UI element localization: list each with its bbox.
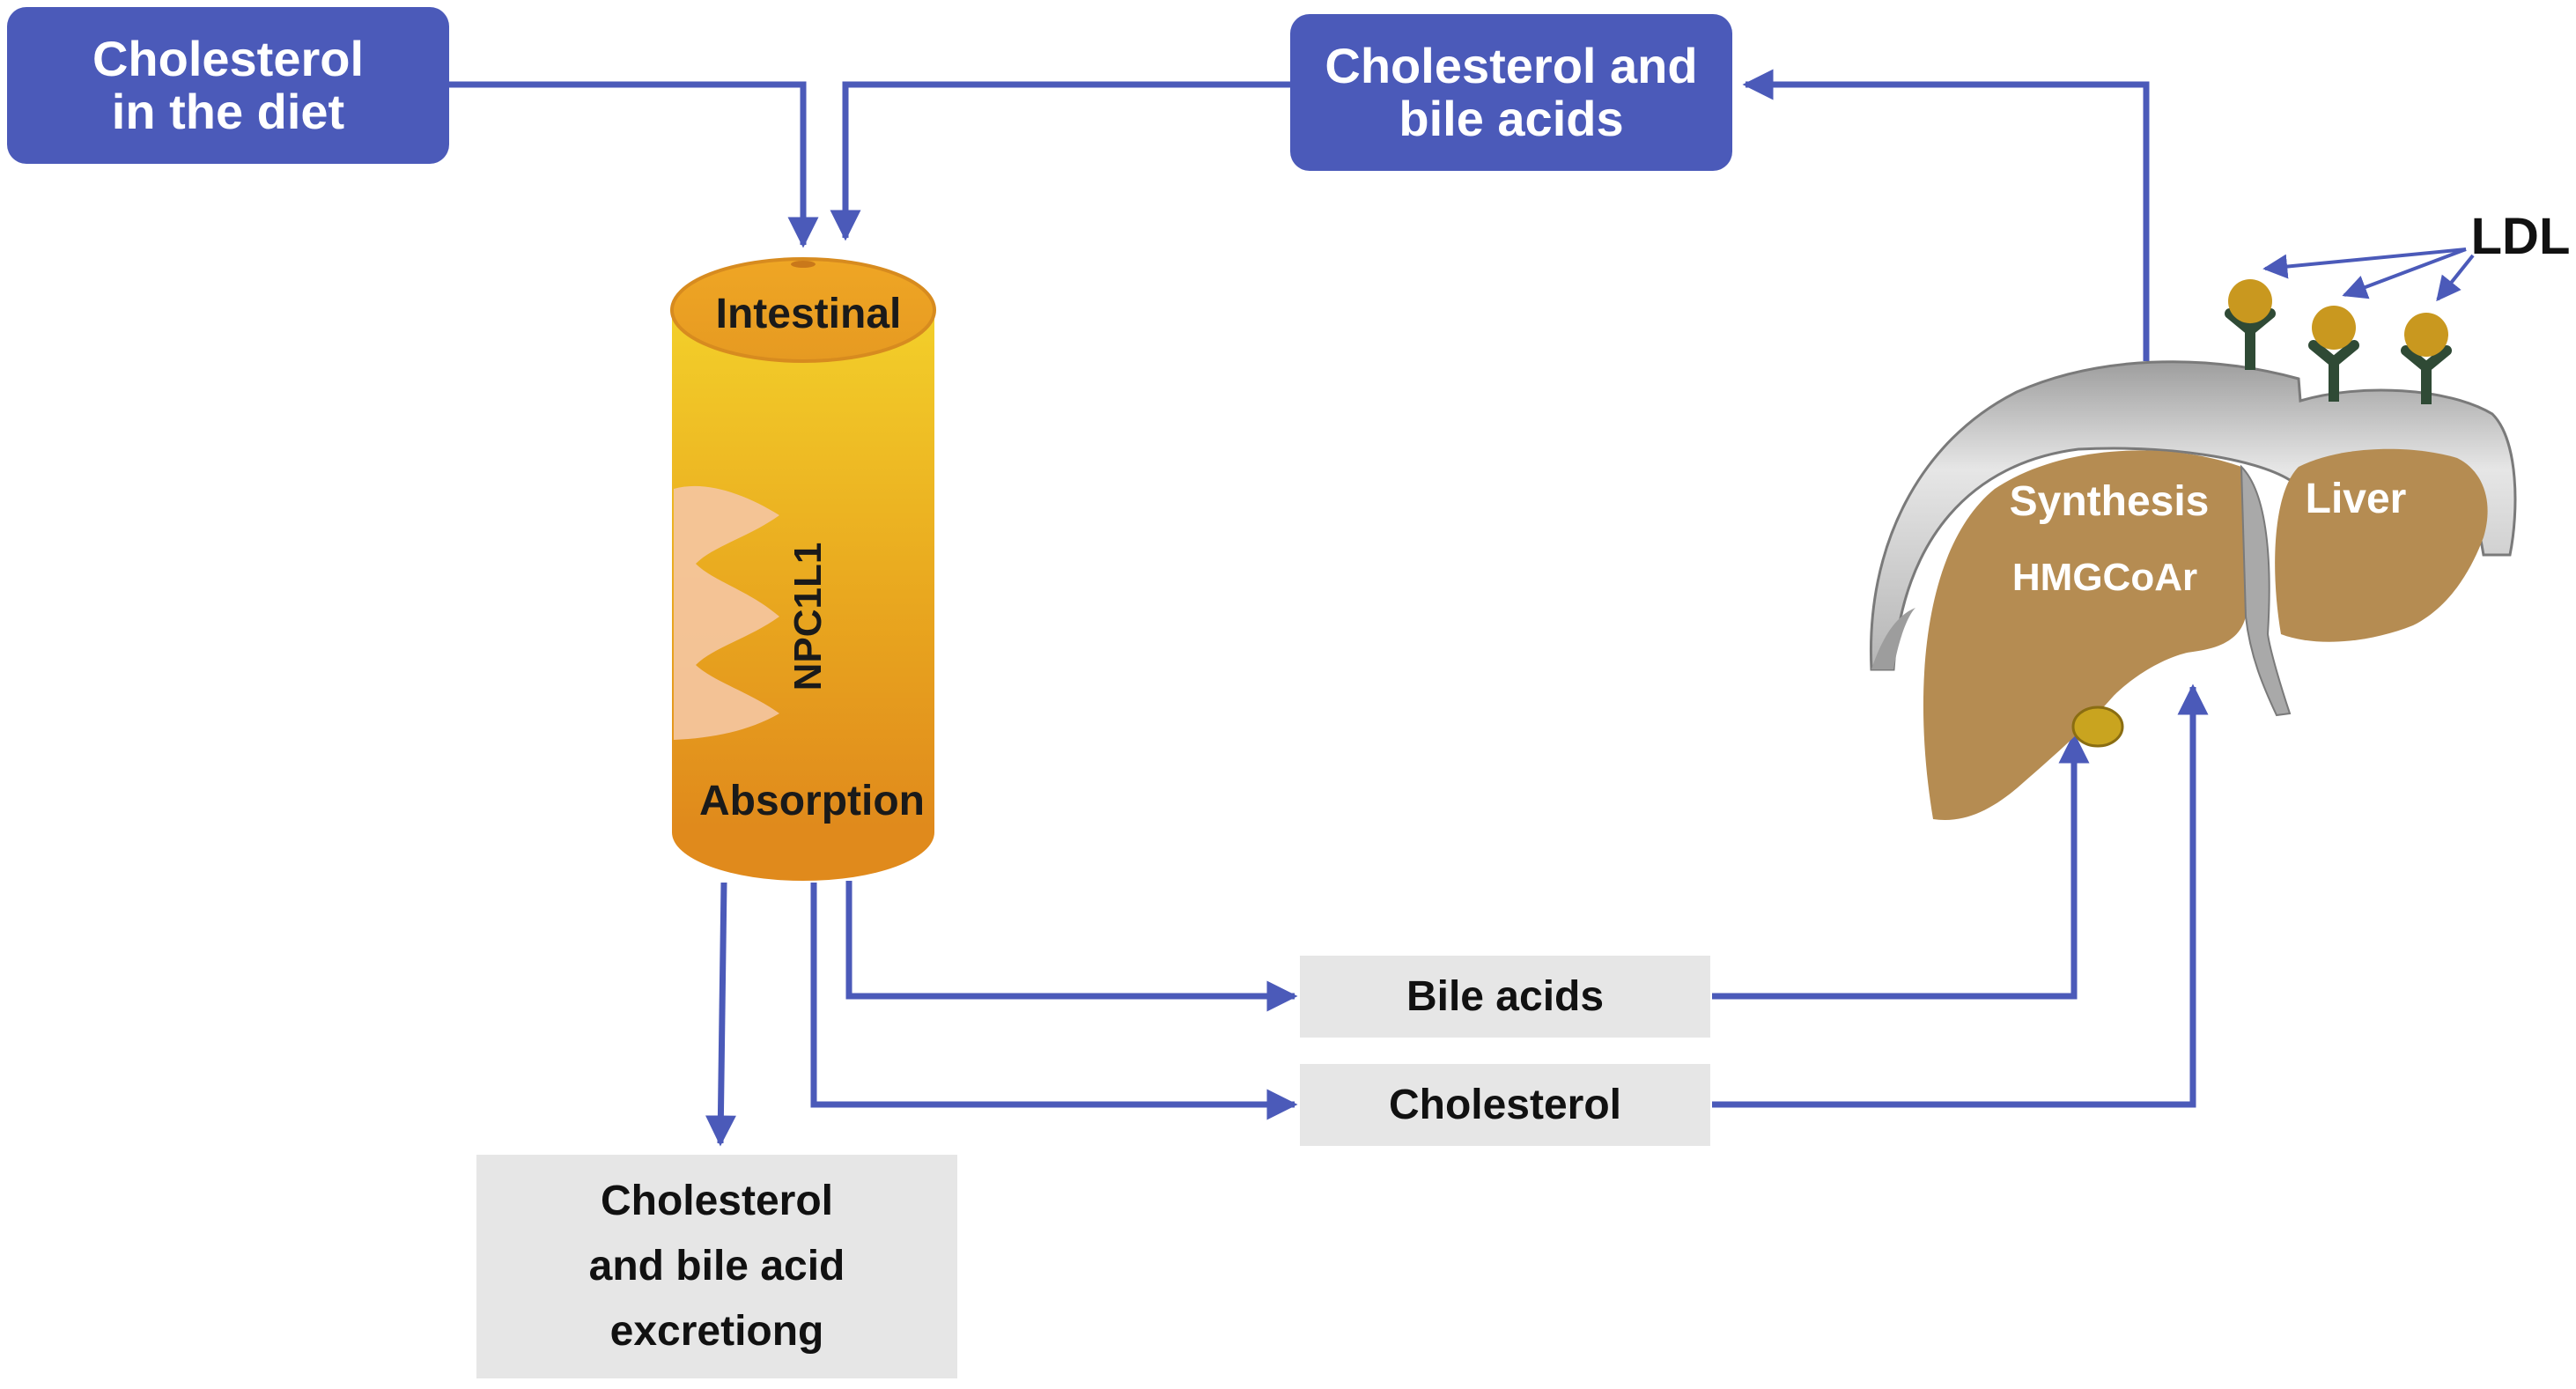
return-box-line-2: bile acids — [1399, 91, 1624, 146]
intestine-cylinder — [670, 257, 936, 881]
return-box-line-1: Cholesterol and — [1325, 38, 1698, 93]
liver-right-lobe — [1923, 450, 2255, 820]
transporter-label: NPC1L1 — [786, 543, 830, 691]
excretion-line-3: excretiong — [609, 1308, 824, 1355]
gallbladder — [2071, 706, 2124, 748]
arrow-diet-to-intestine — [449, 81, 819, 248]
ldl-pointer-arrow — [2436, 254, 2475, 302]
arrow-liver-to-return-box — [1742, 69, 2150, 361]
ldl-receptor — [2401, 313, 2452, 404]
arrow-intestine-to-cholesterol — [810, 883, 1298, 1120]
ldl-receptors — [2225, 248, 2475, 404]
ldl-particle — [2228, 279, 2272, 323]
liver-illustration — [1869, 360, 2517, 820]
excretion-box: Cholesterol and bile acid excretiong — [476, 1155, 957, 1378]
arrow-return-to-intestine — [830, 81, 1290, 241]
ldl-particle — [2312, 306, 2356, 350]
excretion-line-2: and bile acid — [588, 1243, 845, 1289]
bile-acids-label: Bile acids — [1406, 972, 1605, 1020]
return-cholesterol-bile-box: Cholesterol and bile acids — [1290, 14, 1732, 171]
diet-box-line-2: in the diet — [111, 84, 345, 139]
villi-shape — [674, 485, 779, 740]
intestine-top-label: Intestinal — [716, 291, 902, 337]
arrow-bile-acids-to-liver — [1712, 732, 2090, 1000]
liver-left-lobe — [2275, 448, 2488, 642]
diet-cholesterol-box: Cholesterol in the diet — [7, 7, 449, 164]
enzyme-label: HMGCoAr — [2012, 556, 2197, 599]
ldl-label: LDL — [2471, 208, 2571, 265]
cholesterol-box: Cholesterol — [1300, 1064, 1710, 1146]
liver-capsule — [1869, 360, 2517, 671]
excretion-line-1: Cholesterol — [600, 1178, 834, 1224]
cholesterol-label: Cholesterol — [1388, 1081, 1622, 1128]
arrow-cholesterol-to-liver — [1712, 683, 2209, 1108]
ldl-receptor — [2308, 306, 2359, 402]
ldl-pointer-arrow — [2342, 248, 2467, 299]
ldl-pointer-arrow — [2262, 248, 2467, 279]
ldl-receptor — [2225, 279, 2276, 370]
arrow-intestine-to-excretion — [705, 882, 736, 1147]
ldl-particle — [2404, 313, 2448, 357]
intestine-bottom-label: Absorption — [699, 778, 925, 824]
synthesis-label: Synthesis — [2010, 478, 2210, 525]
diet-box-line-1: Cholesterol — [92, 31, 365, 86]
arrow-intestine-to-bile-acids — [845, 881, 1298, 1012]
liver-label: Liver — [2306, 476, 2407, 522]
bile-acids-box: Bile acids — [1300, 956, 1710, 1038]
